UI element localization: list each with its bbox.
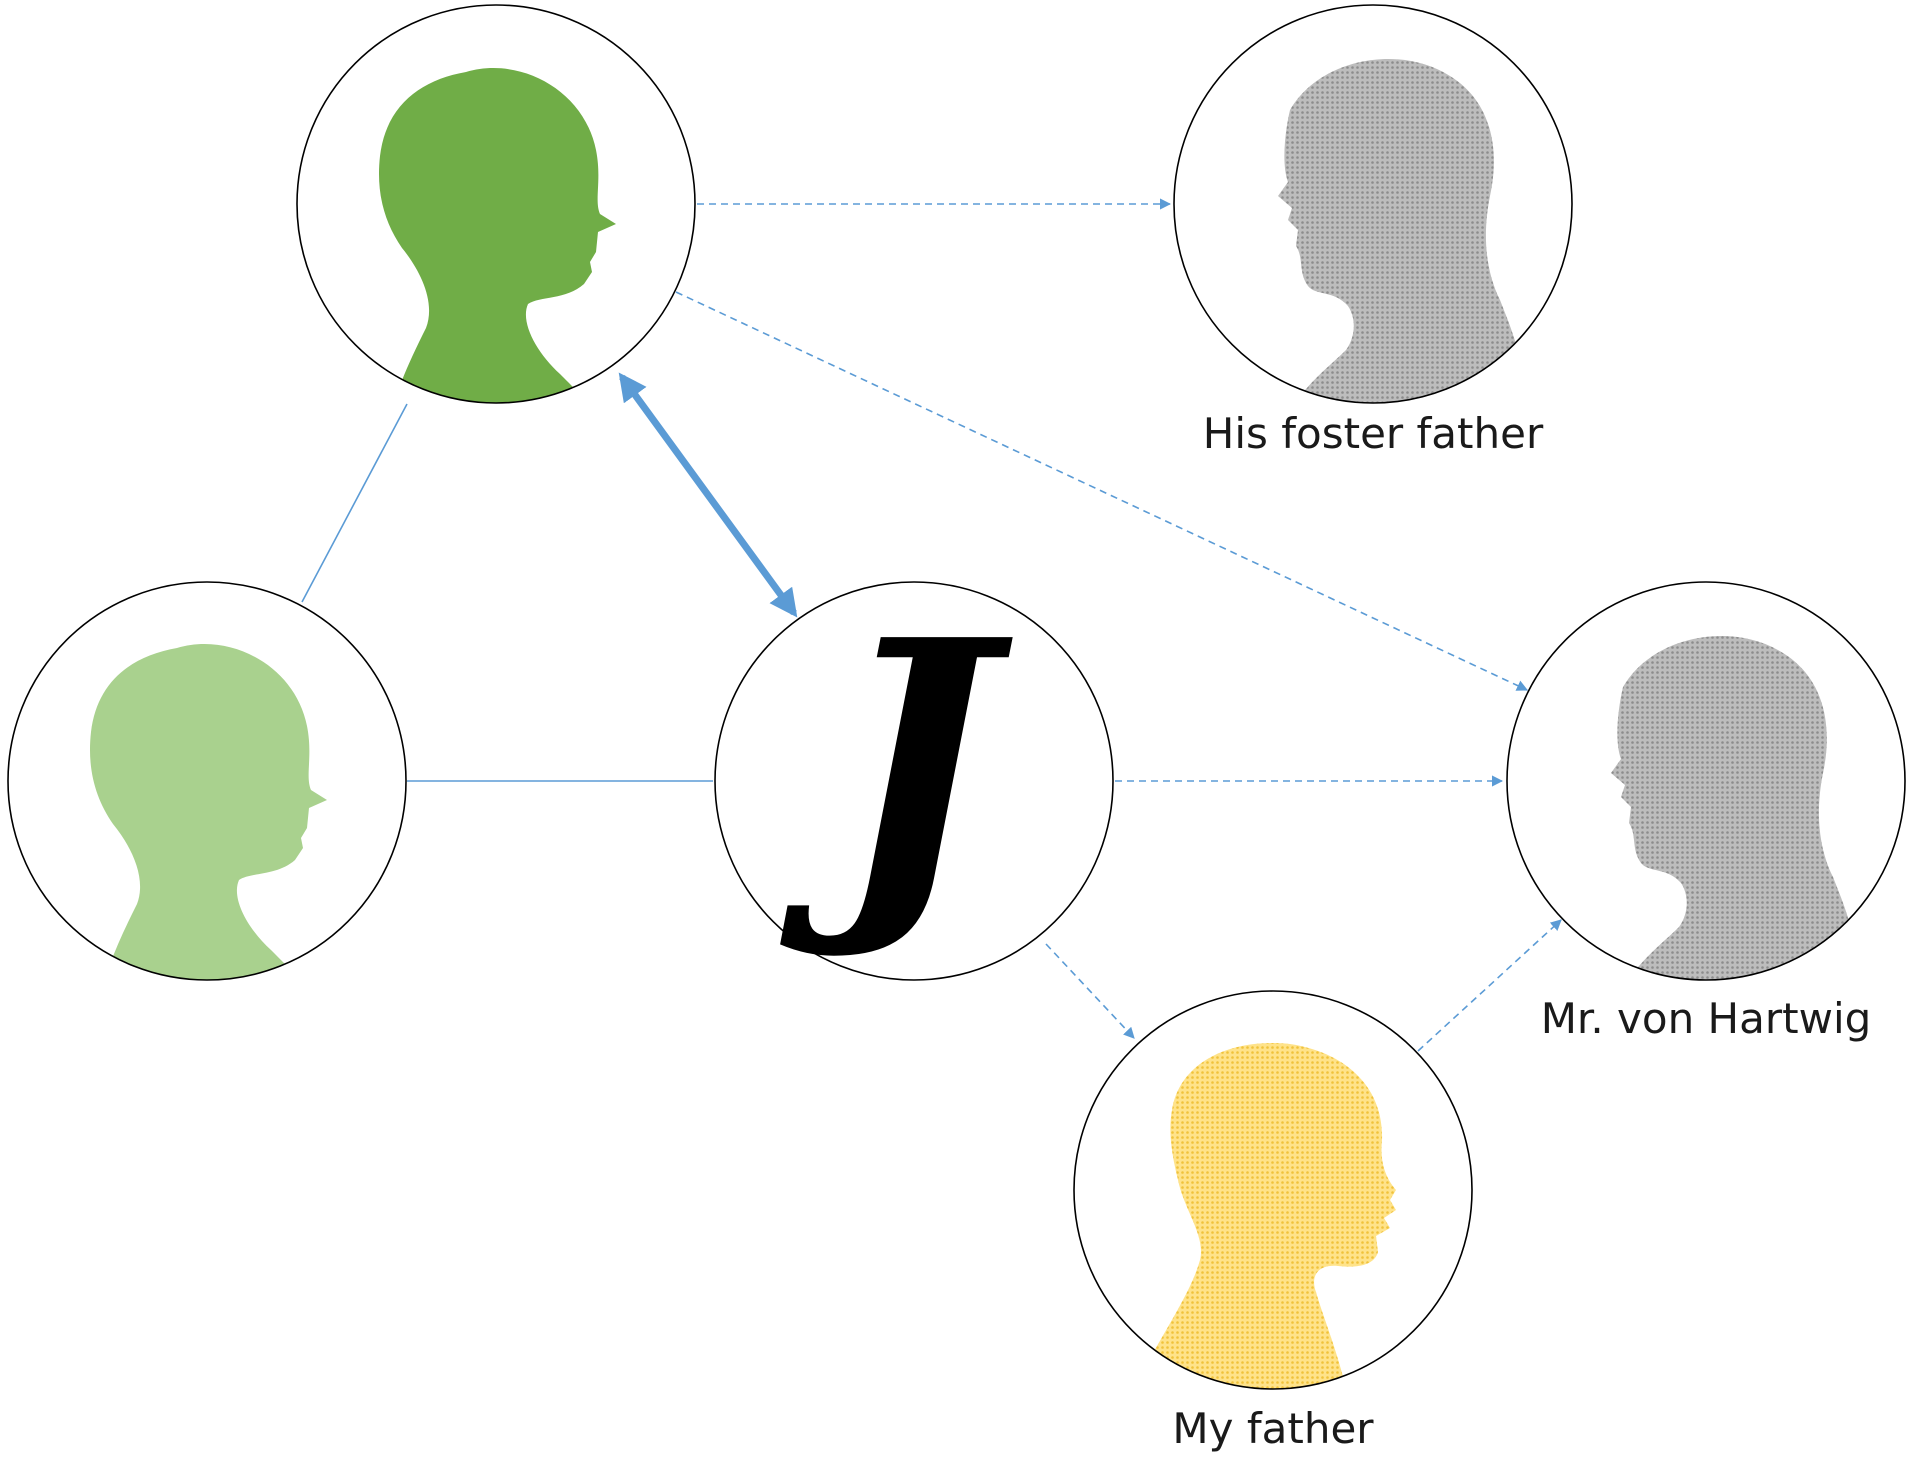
node-center: J bbox=[714, 567, 1114, 981]
node-label-my-father: My father bbox=[1172, 1404, 1374, 1453]
node-my-father bbox=[1073, 990, 1473, 1390]
node-girl-left bbox=[7, 581, 407, 981]
edge-girl-top-center-double-arrow bbox=[618, 372, 798, 618]
node-label-hartwig: Mr. von Hartwig bbox=[1541, 994, 1872, 1043]
man-silhouette-icon bbox=[1278, 59, 1530, 403]
node-foster-father bbox=[1173, 4, 1573, 404]
man-silhouette-icon bbox=[1611, 636, 1863, 980]
child-silhouette-icon bbox=[90, 644, 327, 980]
edge-girl-top-to-hartwig bbox=[675, 291, 1529, 691]
edges bbox=[301, 198, 1562, 1052]
edge-girl-top-to-girl-left bbox=[301, 403, 408, 603]
node-hartwig bbox=[1506, 581, 1906, 981]
child-silhouette-icon bbox=[379, 68, 616, 403]
edge-my-father-to-hartwig bbox=[1417, 919, 1562, 1052]
node-girl-top bbox=[296, 4, 696, 404]
man-silhouette-icon bbox=[1130, 1043, 1396, 1389]
node-label-foster-father: His foster father bbox=[1203, 409, 1544, 458]
edge-center-to-my-father bbox=[1045, 943, 1135, 1039]
